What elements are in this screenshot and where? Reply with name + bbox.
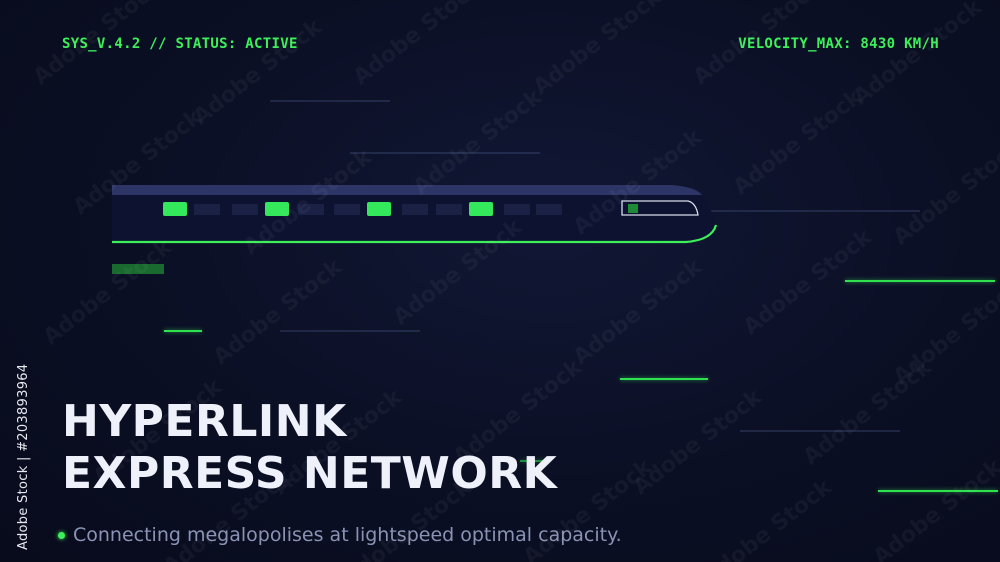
train-graphic xyxy=(112,185,718,244)
title-line-2: EXPRESS NETWORK xyxy=(62,448,558,499)
speed-streak xyxy=(164,330,202,332)
speed-streak-dim xyxy=(660,210,920,212)
stock-watermark: Adobe Stock xyxy=(699,475,837,562)
velocity-readout: VELOCITY_MAX: 8430 KM/H xyxy=(738,36,939,52)
stock-id-label: Adobe Stock | #203893964 xyxy=(12,310,32,550)
speed-streak xyxy=(878,490,998,492)
speed-streak-dim xyxy=(270,100,390,102)
speed-streak-dim xyxy=(740,430,900,432)
lit-windows xyxy=(163,202,493,216)
title-line-1: HYPERLINK xyxy=(62,396,347,447)
stock-watermark: Adobe Stock xyxy=(869,455,1000,562)
stock-watermark: Adobe Stock xyxy=(889,275,1000,390)
stock-watermark: Adobe Stock xyxy=(529,0,667,100)
page-title: HYPERLINK EXPRESS NETWORK xyxy=(62,396,557,500)
stock-id-text: Adobe Stock | #203893964 xyxy=(16,363,31,550)
speed-streak xyxy=(520,460,550,462)
stock-watermark: Adobe Stock xyxy=(569,255,707,370)
tagline: Connecting megalopolises at lightspeed o… xyxy=(58,524,622,546)
speed-streak xyxy=(620,378,708,380)
stock-watermark: Adobe Stock xyxy=(189,15,327,130)
train-trail-block xyxy=(112,264,164,274)
stock-watermark: Adobe Stock xyxy=(629,385,767,500)
stock-watermark: Adobe Stock xyxy=(349,0,487,90)
stock-watermark: Adobe Stock xyxy=(849,0,987,110)
stock-watermark: Adobe Stock xyxy=(209,255,347,370)
hyperloop-train xyxy=(112,183,722,253)
system-status-label: SYS_V.4.2 // STATUS: ACTIVE xyxy=(62,36,298,52)
tagline-text: Connecting megalopolises at lightspeed o… xyxy=(73,524,622,546)
stock-watermark: Adobe Stock xyxy=(739,225,877,340)
stock-watermark: Adobe Stock xyxy=(799,355,937,470)
speed-streak-dim xyxy=(280,330,420,332)
speed-streak-dim xyxy=(350,152,540,154)
stock-watermark: Adobe Stock xyxy=(889,135,1000,250)
bullet-dot-icon xyxy=(58,531,65,539)
stock-watermark: Adobe Stock xyxy=(729,85,867,200)
speed-streak xyxy=(845,280,995,282)
